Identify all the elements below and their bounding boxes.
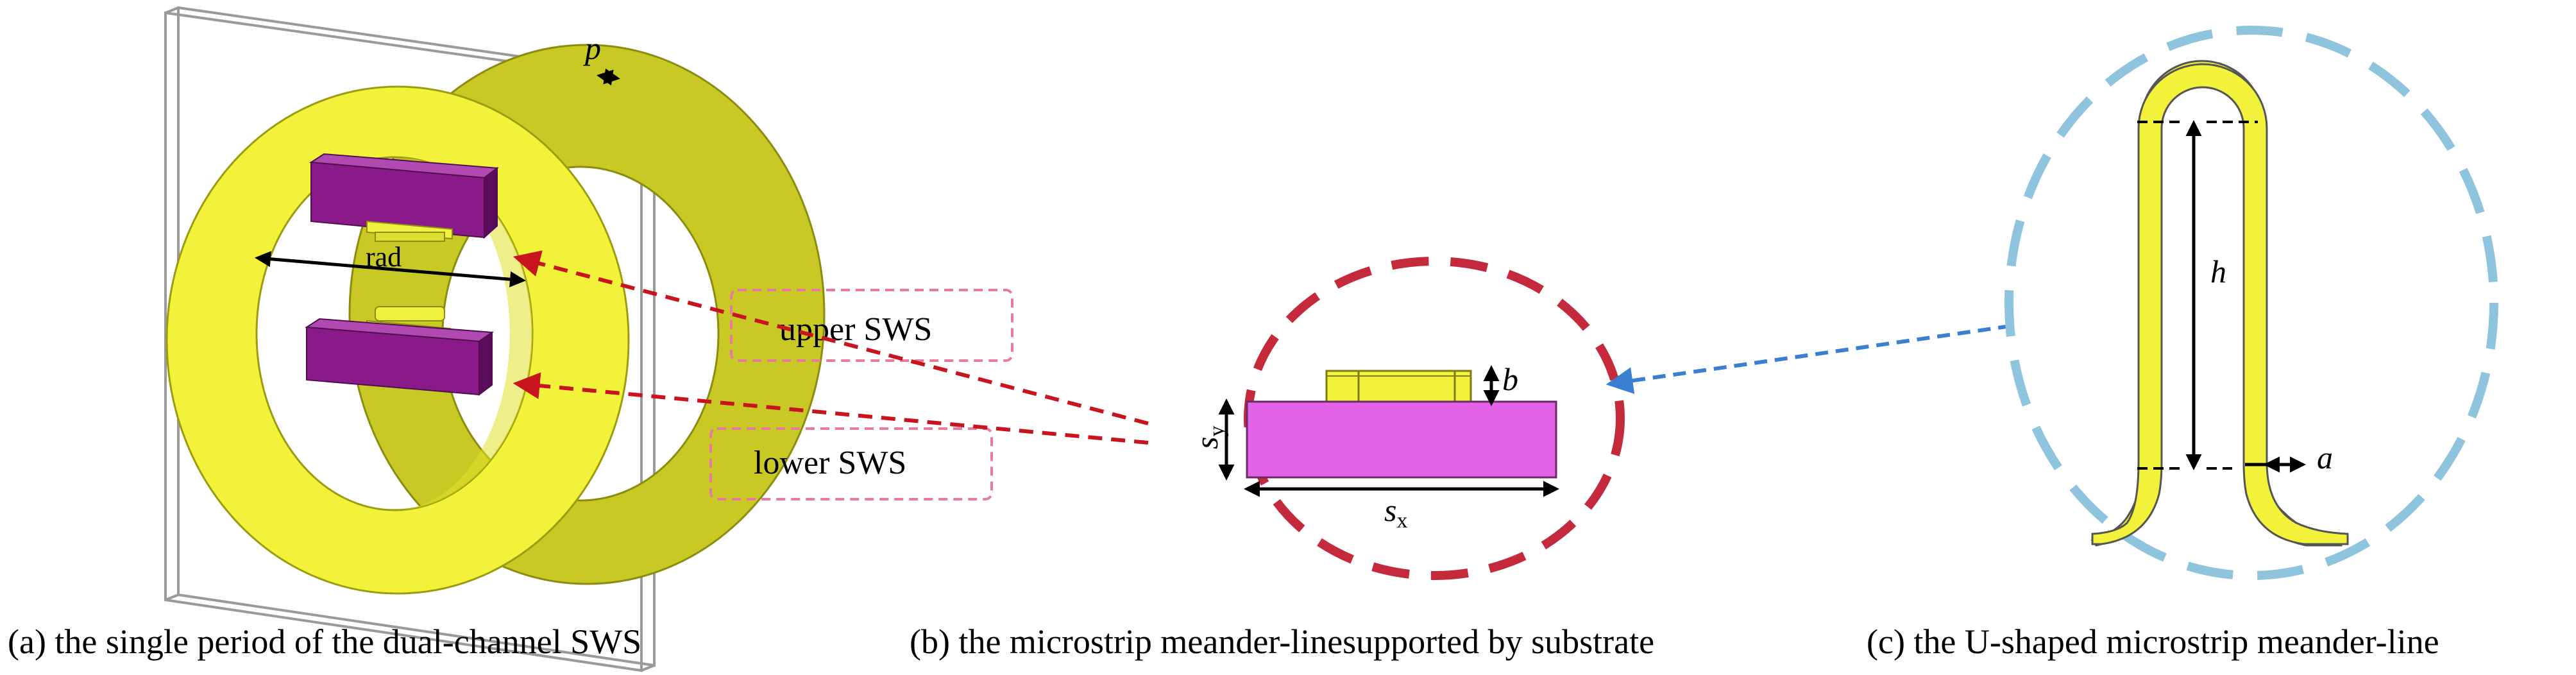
callouts: upper SWS lower SWS — [513, 250, 1149, 500]
sx-label-main: s — [1384, 492, 1396, 528]
svg-text:sy: sy — [1189, 426, 1229, 449]
upper-sws-box — [730, 289, 1013, 362]
p-dimension-arrow — [597, 68, 620, 86]
upper-sws-label: upper SWS — [779, 311, 932, 348]
ring-bore — [394, 157, 532, 510]
rad-dimension-arrow — [255, 251, 526, 287]
p-label: p — [583, 30, 601, 66]
sx-label-sub: x — [1396, 509, 1407, 533]
caption-c: (c) the U-shaped microstrip meander-line — [1867, 622, 2439, 661]
lower-sws-pointer — [513, 372, 1149, 445]
panel-c-ellipse — [2004, 26, 2498, 580]
meander-pointer — [1606, 324, 2012, 394]
a-label: a — [2317, 440, 2333, 475]
h-label: h — [2210, 253, 2226, 289]
u-meander-line — [2090, 60, 2343, 547]
upper-sws-block — [309, 153, 499, 242]
substrate — [1246, 400, 1557, 479]
sy-label-main: s — [1189, 437, 1224, 449]
u-meander-overlay — [2091, 63, 2349, 545]
caption-a: (a) the single period of the dual-channe… — [8, 622, 641, 661]
lower-sws-block — [304, 306, 494, 396]
lower-sws-box — [709, 427, 993, 500]
b-label: b — [1502, 361, 1518, 397]
panel-a: rad p — [164, 6, 826, 672]
panel-b: b sy sx — [1189, 257, 1625, 580]
sy-label-sub: y — [1205, 426, 1229, 437]
caption-b: (b) the microstrip meander-linesupported… — [910, 622, 1654, 661]
panel-c-dimensions: h a — [2137, 120, 2333, 475]
rad-label: rad — [366, 241, 402, 273]
upper-sws-pointer — [513, 250, 1149, 425]
lower-sws-label: lower SWS — [754, 445, 906, 481]
svg-text:sx: sx — [1384, 492, 1407, 533]
